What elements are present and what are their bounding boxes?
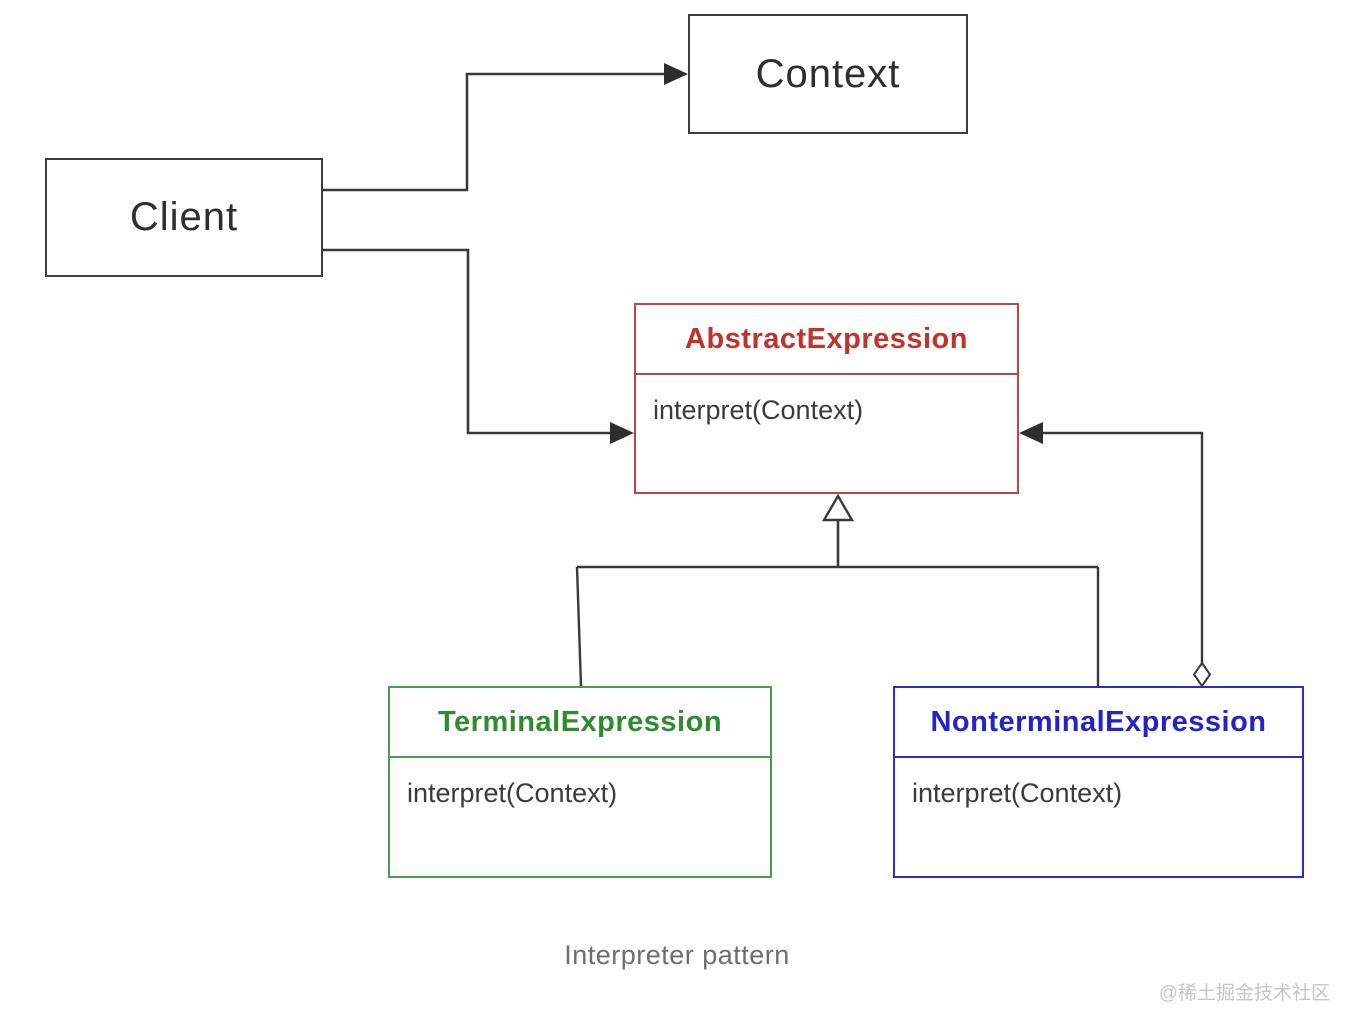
abstract-expression-node: AbstractExpression interpret(Context) — [634, 303, 1019, 494]
context-node: Context — [688, 14, 968, 134]
nonterminal-expression-method: interpret(Context) — [912, 778, 1123, 808]
client-label: Client — [129, 195, 239, 239]
abstract-expression-method: interpret(Context) — [653, 395, 864, 425]
terminal-expression-method: interpret(Context) — [407, 778, 618, 808]
client-node: Client — [45, 158, 323, 277]
diagram-caption: Interpreter pattern — [564, 940, 790, 970]
arrowhead-into-context-icon — [664, 63, 688, 85]
context-label: Context — [755, 51, 901, 96]
nonterminal-expression-node: NonterminalExpression interpret(Context) — [893, 686, 1304, 878]
terminal-expression-node: TerminalExpression interpret(Context) — [388, 686, 772, 878]
client-to-abstract-connector — [323, 248, 616, 435]
open-triangle-inheritance-icon — [821, 493, 855, 522]
arrowhead-into-abstract-right-icon — [1019, 422, 1043, 444]
nonterminal-expression-title: NonterminalExpression — [895, 688, 1302, 758]
terminal-branch-line — [575, 566, 583, 687]
nonterminal-to-abstract-aggregation-connector — [1037, 431, 1204, 663]
client-to-context-connector — [323, 72, 670, 192]
arrowhead-into-abstract-left-icon — [610, 422, 634, 444]
terminal-expression-title: TerminalExpression — [390, 688, 770, 758]
abstract-expression-title: AbstractExpression — [636, 305, 1017, 375]
open-diamond-aggregation-icon — [1192, 661, 1212, 688]
watermark-text: @稀土掘金技术社区 — [1158, 983, 1330, 1004]
